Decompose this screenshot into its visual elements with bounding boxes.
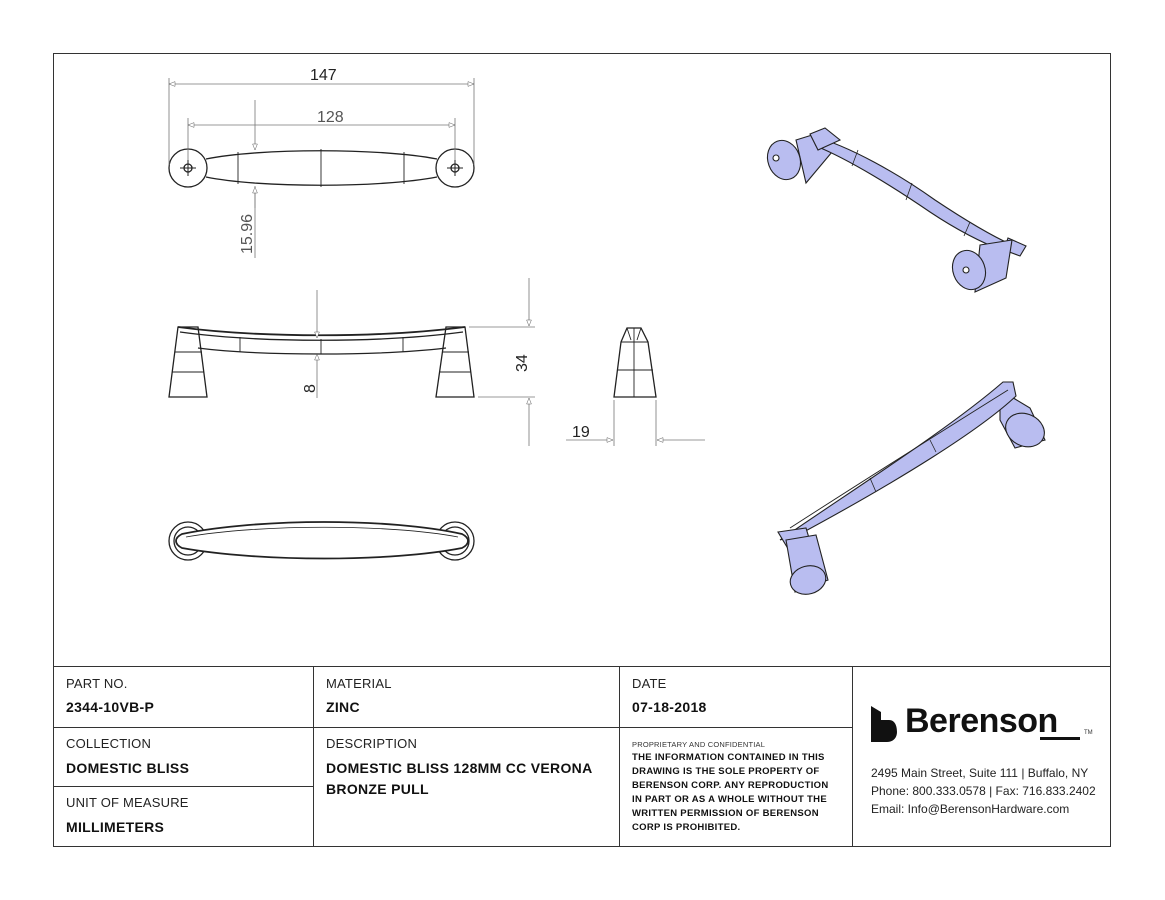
dim-base-diameter: 19 [572, 424, 590, 441]
isometric-render-top [766, 127, 1027, 293]
date-value: 07-18-2018 [632, 699, 707, 715]
front-view-dimensions [314, 278, 535, 446]
material-value: ZINC [326, 699, 360, 715]
company-logo-text: Berenson [905, 702, 1058, 740]
side-view [613, 327, 657, 398]
part-no-value: 2344-10VB-P [66, 699, 155, 715]
front-view [168, 326, 475, 398]
berenson-logo-icon [871, 706, 897, 742]
title-block-divider-2 [619, 666, 620, 847]
logo-underline [1040, 737, 1080, 740]
proprietary-line: BERENSON CORP. ANY REPRODUCTION [632, 780, 829, 791]
dim-overall-length: 147 [310, 67, 337, 84]
description-value-line1: DOMESTIC BLISS 128MM CC VERONA [326, 760, 593, 776]
company-phone: Phone: 800.333.0578 | Fax: 716.833.2402 [871, 784, 1096, 798]
title-block-divider-1 [313, 666, 314, 847]
isometric-render-bottom [777, 381, 1046, 595]
trademark-mark: TM [1084, 730, 1093, 736]
proprietary-line: THE INFORMATION CONTAINED IN THIS [632, 752, 825, 763]
proprietary-line: WRITTEN PERMISSION OF BERENSON [632, 808, 819, 819]
title-block-row-2 [53, 786, 313, 787]
dim-center-to-center: 128 [317, 109, 344, 126]
top-view-dimensions [168, 78, 475, 258]
drawing-sheet [53, 53, 1111, 847]
title-block-top-border [53, 666, 1111, 667]
material-label: MATERIAL [326, 676, 392, 691]
dim-bar-thickness: 8 [302, 384, 319, 393]
bottom-view [168, 521, 475, 561]
company-address: 2495 Main Street, Suite 111 | Buffalo, N… [871, 766, 1089, 780]
description-label: DESCRIPTION [326, 736, 418, 751]
side-view-dimensions [566, 400, 705, 446]
dim-height: 34 [514, 354, 531, 372]
unit-label: UNIT OF MEASURE [66, 795, 189, 810]
collection-value: DOMESTIC BLISS [66, 760, 190, 776]
unit-value: MILLIMETERS [66, 819, 165, 835]
collection-label: COLLECTION [66, 736, 152, 751]
proprietary-text: THE INFORMATION CONTAINED IN THIS DRAWIN… [632, 751, 829, 835]
proprietary-line: DRAWING IS THE SOLE PROPERTY OF [632, 766, 820, 777]
title-block-divider-3 [852, 666, 853, 847]
title-block-row-1 [53, 727, 852, 728]
proprietary-heading: PROPRIETARY AND CONFIDENTIAL [632, 740, 766, 749]
part-no-label: PART NO. [66, 676, 128, 691]
proprietary-line: CORP IS PROHIBITED. [632, 822, 741, 833]
top-view [168, 148, 475, 188]
proprietary-line: IN PART OR AS A WHOLE WITHOUT THE [632, 794, 827, 805]
date-label: DATE [632, 676, 667, 691]
description-value-line2: BRONZE PULL [326, 781, 429, 797]
company-email: Email: Info@BerensonHardware.com [871, 802, 1070, 816]
dim-bar-width: 15.96 [239, 214, 256, 254]
